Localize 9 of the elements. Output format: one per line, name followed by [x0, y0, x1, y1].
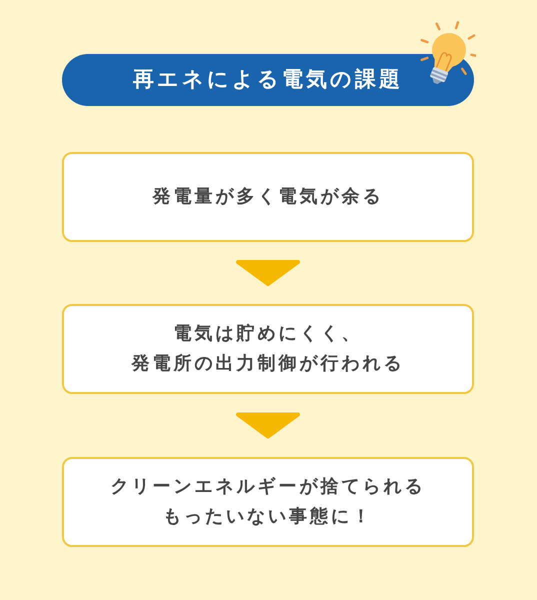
down-arrow	[236, 412, 300, 438]
down-arrow	[236, 260, 300, 286]
step-text: 発電量が多く電気が余る	[152, 185, 384, 209]
step-box	[62, 457, 474, 547]
step-box	[62, 152, 474, 242]
step-box	[62, 304, 474, 394]
step-text: 電気は貯めにくく、発電所の出力制御が行われる	[132, 322, 404, 376]
title-text: 再エネによる電気の課題	[133, 67, 403, 93]
step-text: クリーンエネルギーが捨てられるもったいない事態に！	[110, 475, 426, 529]
